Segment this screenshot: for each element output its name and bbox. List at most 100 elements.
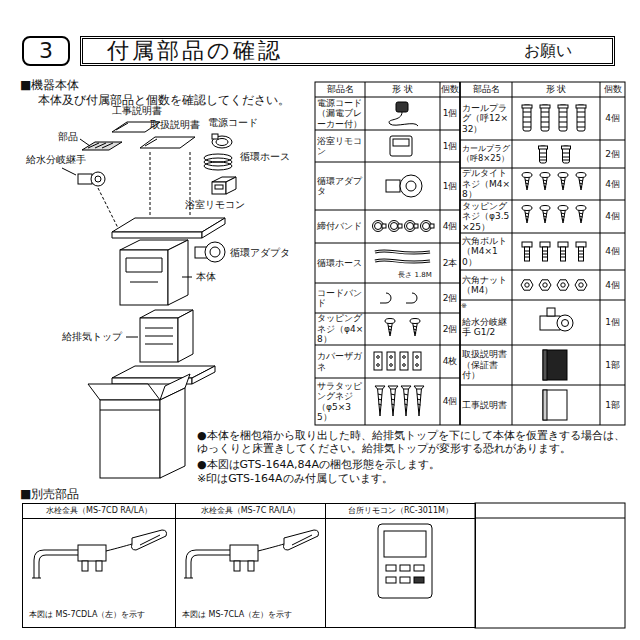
label-text: 電源コード（漏電ブレーカー付） <box>317 98 364 129</box>
label-text: カールプラグ（呼12×32） <box>462 103 511 134</box>
label-text: 循環ホース <box>317 258 362 268</box>
label-text: 六角ボルト（M4×10） <box>462 236 511 267</box>
label-box: 4個 <box>600 97 625 140</box>
label-text: 電源コード <box>208 117 258 129</box>
section-title-bar: 付属部品の確認お願い <box>80 36 615 66</box>
label-text: 個数 <box>604 84 622 94</box>
label-text: 1個 <box>443 108 458 118</box>
label-text: 浴室リモコン <box>317 136 364 157</box>
label-box: 4個 <box>600 200 625 233</box>
option-cell: 台所リモコン（RC-3011M） <box>325 503 476 628</box>
label-text: 2個 <box>443 324 458 334</box>
label-text: 部品名 <box>473 84 500 94</box>
label-text: ※印はGTS-164Aのみ付属しています。 <box>197 473 393 486</box>
label-text: 4個 <box>605 179 620 189</box>
label-text: 循環アダプタ <box>317 176 364 197</box>
label-box: 六角ナット（M4） <box>462 270 511 300</box>
label-text: 4個 <box>605 211 620 221</box>
label-text: 長さ 1.8M <box>398 271 431 279</box>
label-box: 4個 <box>600 168 625 200</box>
label-box: コードバンド <box>317 283 364 313</box>
node-heading: 水栓金具（MS-7CD RA/LA） <box>23 504 175 519</box>
label-text: 部品名 <box>327 84 354 94</box>
option-cell: 水栓金具（MS-7C RA/LA）本図は MS-7CLA（左）を示す <box>175 503 326 628</box>
label-box: 循環ホース <box>317 243 364 283</box>
label-text: 4個 <box>443 396 458 406</box>
label-box: 2個 <box>440 313 460 345</box>
label-text: 1部 <box>605 360 620 370</box>
label-text: 形 状 <box>546 84 567 94</box>
label-box: 工事説明書 <box>112 104 162 118</box>
label-text: 循環ホース <box>240 151 290 163</box>
label-text: 2個 <box>605 149 620 159</box>
label-text: ■機器本体 <box>20 79 79 93</box>
label-text: 部品 <box>58 131 78 143</box>
label-box: 長さ 1.8M <box>390 270 440 281</box>
label-box: ※印はGTS-164Aのみ付属しています。 <box>197 472 625 486</box>
label-box: 給排気トップ <box>62 330 122 344</box>
label-box: カバーザガネ <box>317 345 364 378</box>
node-heading: 台所リモコン（RC-3011M） <box>326 504 475 519</box>
label-text: 1部 <box>605 400 620 410</box>
label-box: 締付バンド <box>317 210 364 243</box>
label-box: サラタッピングネジ（φ5×35） <box>317 378 364 425</box>
label-text: 2個 <box>443 293 458 303</box>
label-box: ●本体を梱包箱から取り出した時、給排気トップを下にして本体を仮置きする場合は、 … <box>197 428 625 458</box>
label-box: 個数 <box>600 82 625 97</box>
label-text: 取扱説明書 <box>150 119 200 131</box>
label-text: デルタイトネジ（M4×8） <box>462 168 511 199</box>
label-text: 4個 <box>605 113 620 123</box>
label-text: カールプラグ（呼8×25） <box>462 144 511 163</box>
label-text: 形 状 <box>392 84 413 94</box>
label-box: 循環アダプタ <box>317 162 364 210</box>
label-box: 六角ボルト（M4×10） <box>462 233 511 270</box>
label-box: 2個 <box>600 140 625 168</box>
label-box: 形 状 <box>512 82 600 97</box>
label-text: 4枚 <box>443 356 458 366</box>
label-box: 4個 <box>440 210 460 243</box>
node-caption: お願い <box>524 43 572 59</box>
node-caption: 本図は MS-7CDLA（左）を示す <box>29 609 145 620</box>
label-text: 1個 <box>443 141 458 151</box>
label-box: 部品 <box>58 130 78 144</box>
label-text: 2本 <box>443 258 458 268</box>
label-box: カールプラグ（呼12×32） <box>462 97 511 140</box>
label-box: 本体及び付属部品と個数を確認してください。 <box>38 93 290 109</box>
label-box: 1個 <box>440 130 460 162</box>
label-box: 1部 <box>600 345 625 385</box>
label-text: ●本図はGTS-164A,84Aの梱包形態を示します。 <box>197 459 440 472</box>
label-box: 給水分岐継手 <box>26 153 86 167</box>
label-text: 1個 <box>443 181 458 191</box>
label-box: 循環アダプタ <box>230 246 290 260</box>
option-cell: 水栓金具（MS-7CD RA/LA） 本図は MS-7CDLA（左）を示す <box>22 503 176 628</box>
label-text: 工事説明書 <box>112 105 162 117</box>
label-box: 1個 <box>600 300 625 345</box>
label-box: 循環ホース <box>240 150 290 164</box>
label-box: 2本 <box>440 243 460 283</box>
label-box: 個数 <box>440 82 460 97</box>
label-text: コードバンド <box>317 288 364 309</box>
label-text: ※ <box>461 302 467 310</box>
label-text: 4個 <box>443 221 458 231</box>
label-text: ■別売部品 <box>20 488 79 502</box>
label-box: 形 状 <box>365 82 440 97</box>
label-box: 浴室リモコン <box>185 198 245 212</box>
label-text: 本体及び付属部品と個数を確認してください。 <box>38 94 290 108</box>
label-text: 4個 <box>605 280 620 290</box>
label-box: 工事説明書 <box>462 385 511 425</box>
label-box: ●本図はGTS-164A,84Aの梱包形態を示します。 <box>197 458 625 472</box>
label-box: 部品名 <box>315 82 365 97</box>
label-box: 4個 <box>600 270 625 300</box>
label-text: 工事説明書 <box>462 400 507 410</box>
label-box: 部品名 <box>460 82 512 97</box>
label-text: 循環アダプタ <box>230 247 290 259</box>
label-text: 締付バンド <box>317 221 362 231</box>
label-box: 1個 <box>440 97 460 130</box>
label-box: 4枚 <box>440 345 460 378</box>
node-heading: 3 <box>39 40 53 62</box>
label-box: 本体 <box>196 270 216 284</box>
label-text: 給水分岐継手 G1/2 <box>462 317 511 338</box>
label-box: ※ <box>461 301 471 311</box>
label-box: 給水分岐継手 G1/2 <box>462 309 511 345</box>
